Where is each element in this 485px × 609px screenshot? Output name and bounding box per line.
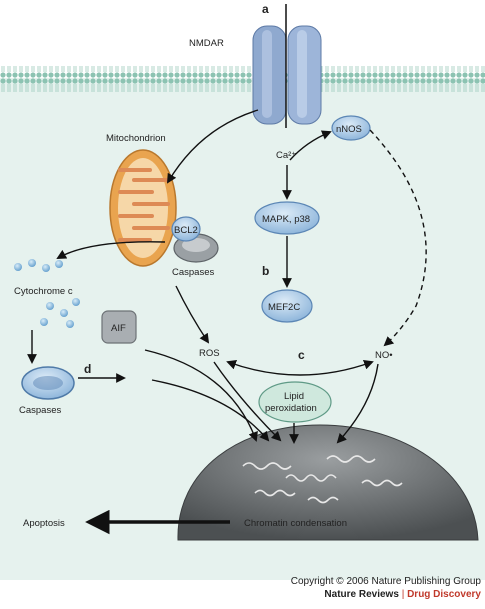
aif-label: AIF: [111, 323, 126, 334]
lipid-label-line2: peroxidation: [265, 403, 317, 414]
cytochrome-c-icon: [14, 259, 80, 328]
panel-label-c: c: [298, 348, 305, 362]
chromatin-icon: [242, 455, 403, 504]
caspases-left-label: Caspases: [19, 405, 61, 416]
bcl2-label: BCL2: [174, 225, 198, 236]
chromatin-label: Chromatin condensation: [244, 518, 347, 529]
nnos-node: [331, 115, 371, 141]
panel-label-a: a: [262, 2, 269, 16]
mapk-label: MAPK, p38: [262, 214, 310, 225]
aif-box: [101, 310, 137, 344]
no-label: NO•: [375, 350, 393, 361]
nnos-label: nNOS: [336, 124, 362, 135]
ros-label: ROS: [199, 348, 220, 359]
pathway-diagram: a b c d NMDAR Mitochondrion BCL2 Caspase…: [0, 2, 485, 580]
pathway-arrows: [27, 109, 427, 444]
nmdar-receptor-icon: [252, 4, 322, 128]
cell-membrane: [0, 66, 485, 92]
panel-label-b: b: [262, 264, 269, 278]
journal-section: Drug Discovery: [407, 589, 481, 600]
copyright-footer: Copyright © 2006 Nature Publishing Group…: [236, 575, 481, 601]
bcl2-caspase-complex: [171, 216, 219, 263]
caspases-top-label: Caspases: [172, 267, 214, 278]
journal-line: Nature Reviews | Drug Discovery: [236, 588, 481, 601]
mitochondrion-icon: [109, 149, 177, 267]
mitochondrion-label: Mitochondrion: [106, 133, 166, 144]
journal-separator: |: [401, 589, 405, 600]
apoptosis-label: Apoptosis: [23, 518, 65, 529]
panel-label-d: d: [84, 362, 91, 376]
copyright-text: Copyright © 2006 Nature Publishing Group: [290, 576, 481, 587]
mef2c-label: MEF2C: [268, 302, 300, 313]
lipid-peroxidation-node: [258, 381, 332, 423]
calcium-label: Ca²⁺: [276, 150, 296, 161]
nmdar-label: NMDAR: [189, 38, 224, 49]
mapk-node: [254, 201, 320, 235]
mef2c-node: [261, 289, 313, 323]
nucleus-icon: [177, 424, 479, 541]
journal-name: Nature Reviews: [324, 589, 399, 600]
cytochrome-c-label: Cytochrome c: [14, 286, 73, 297]
lipid-label-line1: Lipid: [284, 391, 304, 402]
